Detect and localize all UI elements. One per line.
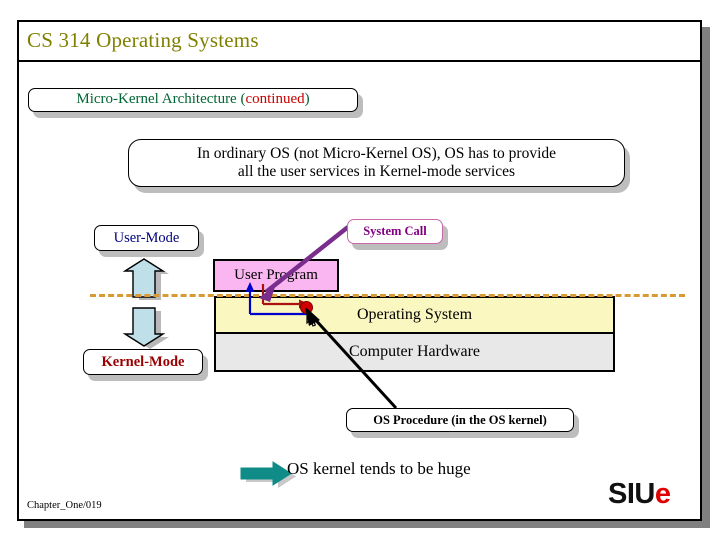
os-procedure-pointer-arrow [305, 308, 398, 410]
slide-footer: Chapter_One/019 [27, 500, 102, 511]
conclusion-arrow-icon [240, 461, 296, 488]
layer-computer-hardware: Computer Hardware [214, 334, 615, 372]
subtitle-tail: ) [304, 91, 310, 108]
page-title: CS 314 Operating Systems [27, 28, 259, 52]
subtitle-highlight: continued [245, 91, 305, 108]
logo-accent: e [654, 478, 671, 510]
system-call-arrow [259, 225, 350, 302]
subtitle-box: Micro-Kernel Architecture (continued) [28, 88, 358, 112]
statement-line-2: all the user services in Kernel-mode ser… [237, 163, 516, 180]
mode-boundary-line [90, 294, 685, 297]
layer-operating-system: Operating System [214, 296, 615, 334]
logo-text: SIU [608, 478, 655, 510]
conclusion-text: OS kernel tends to be huge [287, 459, 471, 478]
subtitle-text: Micro-Kernel Architecture ( [76, 91, 246, 108]
user-mode-label: User-Mode [94, 225, 199, 251]
title-divider [17, 60, 702, 62]
statement-box: In ordinary OS (not Micro-Kernel OS), OS… [128, 139, 625, 187]
statement-line-1: In ordinary OS (not Micro-Kernel OS), OS… [196, 145, 557, 163]
system-call-label: System Call [347, 219, 443, 244]
kernel-mode-label: Kernel-Mode [83, 349, 203, 375]
down-block-arrow-icon [122, 306, 175, 349]
os-procedure-label: OS Procedure (in the OS kernel) [346, 408, 574, 432]
up-block-arrow-icon [122, 257, 175, 300]
